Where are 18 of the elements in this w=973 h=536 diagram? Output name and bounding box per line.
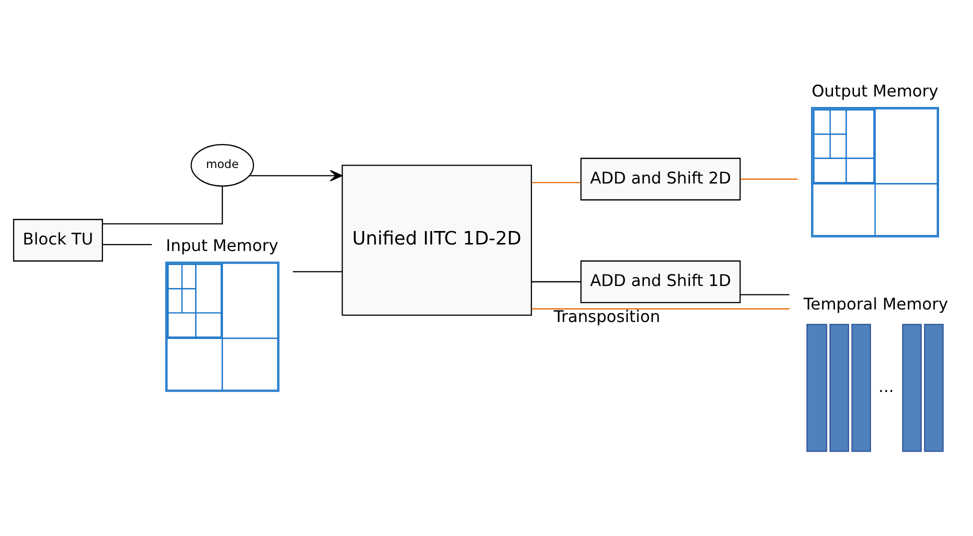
node-box: ADD and Shift 1D	[580, 260, 740, 303]
connector	[102, 244, 152, 245]
connector	[740, 178, 798, 180]
node-box: ADD and Shift 2D	[580, 157, 740, 200]
node-ellipse: mode	[190, 143, 254, 186]
node-box: Block TU	[12, 218, 102, 262]
node-label: Input Memory	[165, 235, 278, 254]
node-label: Temporal Memory	[803, 294, 948, 314]
edge-label: Transposition	[553, 306, 660, 326]
node-box: Unified IITC 1D-2D	[341, 164, 532, 316]
arrow	[249, 169, 342, 181]
connector	[102, 186, 222, 224]
connector	[292, 270, 342, 272]
connector	[531, 280, 580, 282]
connector	[740, 294, 789, 295]
connector	[531, 182, 580, 183]
connector	[531, 308, 790, 309]
node-label: Output Memory	[811, 80, 938, 100]
